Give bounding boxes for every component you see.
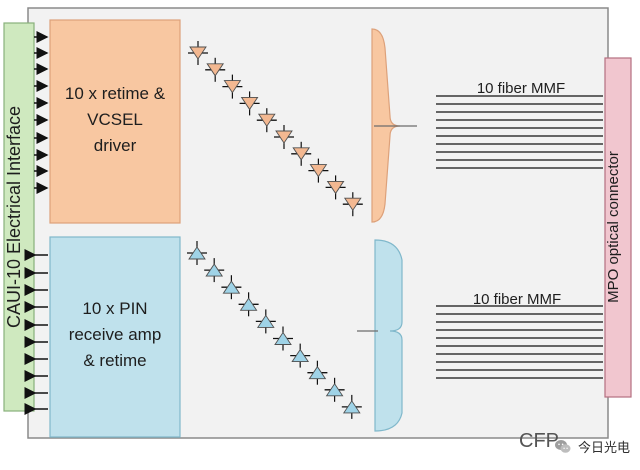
top-fiber-label: 10 fiber MMF (477, 80, 565, 97)
mpo-connector-bar (604, 57, 632, 398)
receive-diode-7 (290, 343, 311, 368)
transmit-diode-3 (222, 74, 243, 99)
bottom-fiber-lines (436, 305, 603, 379)
watermark: 今日光电 (554, 437, 630, 456)
transmit-diode-5 (256, 108, 277, 133)
receive-diode-2 (204, 258, 225, 283)
receive-diode-5 (255, 309, 276, 334)
electrical-interface-label: CAUI-10 Electrical Interface (4, 106, 24, 328)
watermark-text: 今日光电 (577, 441, 630, 456)
receive-block-line-1: 10 x PIN (82, 299, 147, 318)
transmit-diode-4 (239, 91, 260, 116)
transmit-diode-1 (188, 41, 208, 65)
mpo-connector-label: MPO optical connector (605, 151, 622, 303)
receive-diode-3 (221, 275, 242, 300)
transmit-diode-array (188, 41, 363, 217)
bottom-fiber-label: 10 fiber MMF (473, 291, 561, 308)
receive-diode-10 (341, 394, 362, 419)
receive-block-line-3: & retime (83, 351, 146, 370)
transmit-diode-2 (205, 57, 226, 82)
receive-block (49, 236, 181, 438)
interface-arrows (24, 31, 49, 415)
top-fiber-lines (436, 95, 603, 169)
transmit-block-line-2: VCSEL (87, 110, 143, 129)
receive-diode-4 (238, 292, 259, 317)
wechat-like-icon (554, 439, 571, 453)
receive-diode-9 (324, 377, 345, 402)
receive-diode-8 (307, 360, 328, 385)
transmit-block-line-1: 10 x retime & (65, 84, 166, 103)
transmit-diode-9 (325, 175, 346, 200)
transmit-diode-10 (342, 192, 363, 217)
transmit-block-line-3: driver (94, 136, 137, 155)
receive-diode-array (187, 241, 362, 419)
module-label: CFP (519, 430, 559, 452)
receive-block-line-2: receive amp (69, 325, 162, 344)
receive-diode-1 (187, 241, 207, 265)
transmit-diode-6 (274, 125, 294, 149)
transmit-diode-8 (308, 158, 329, 183)
receive-diode-6 (273, 326, 293, 351)
transmit-diode-7 (291, 141, 312, 166)
transmit-block (49, 19, 181, 224)
receive-brace-shape (374, 239, 403, 432)
